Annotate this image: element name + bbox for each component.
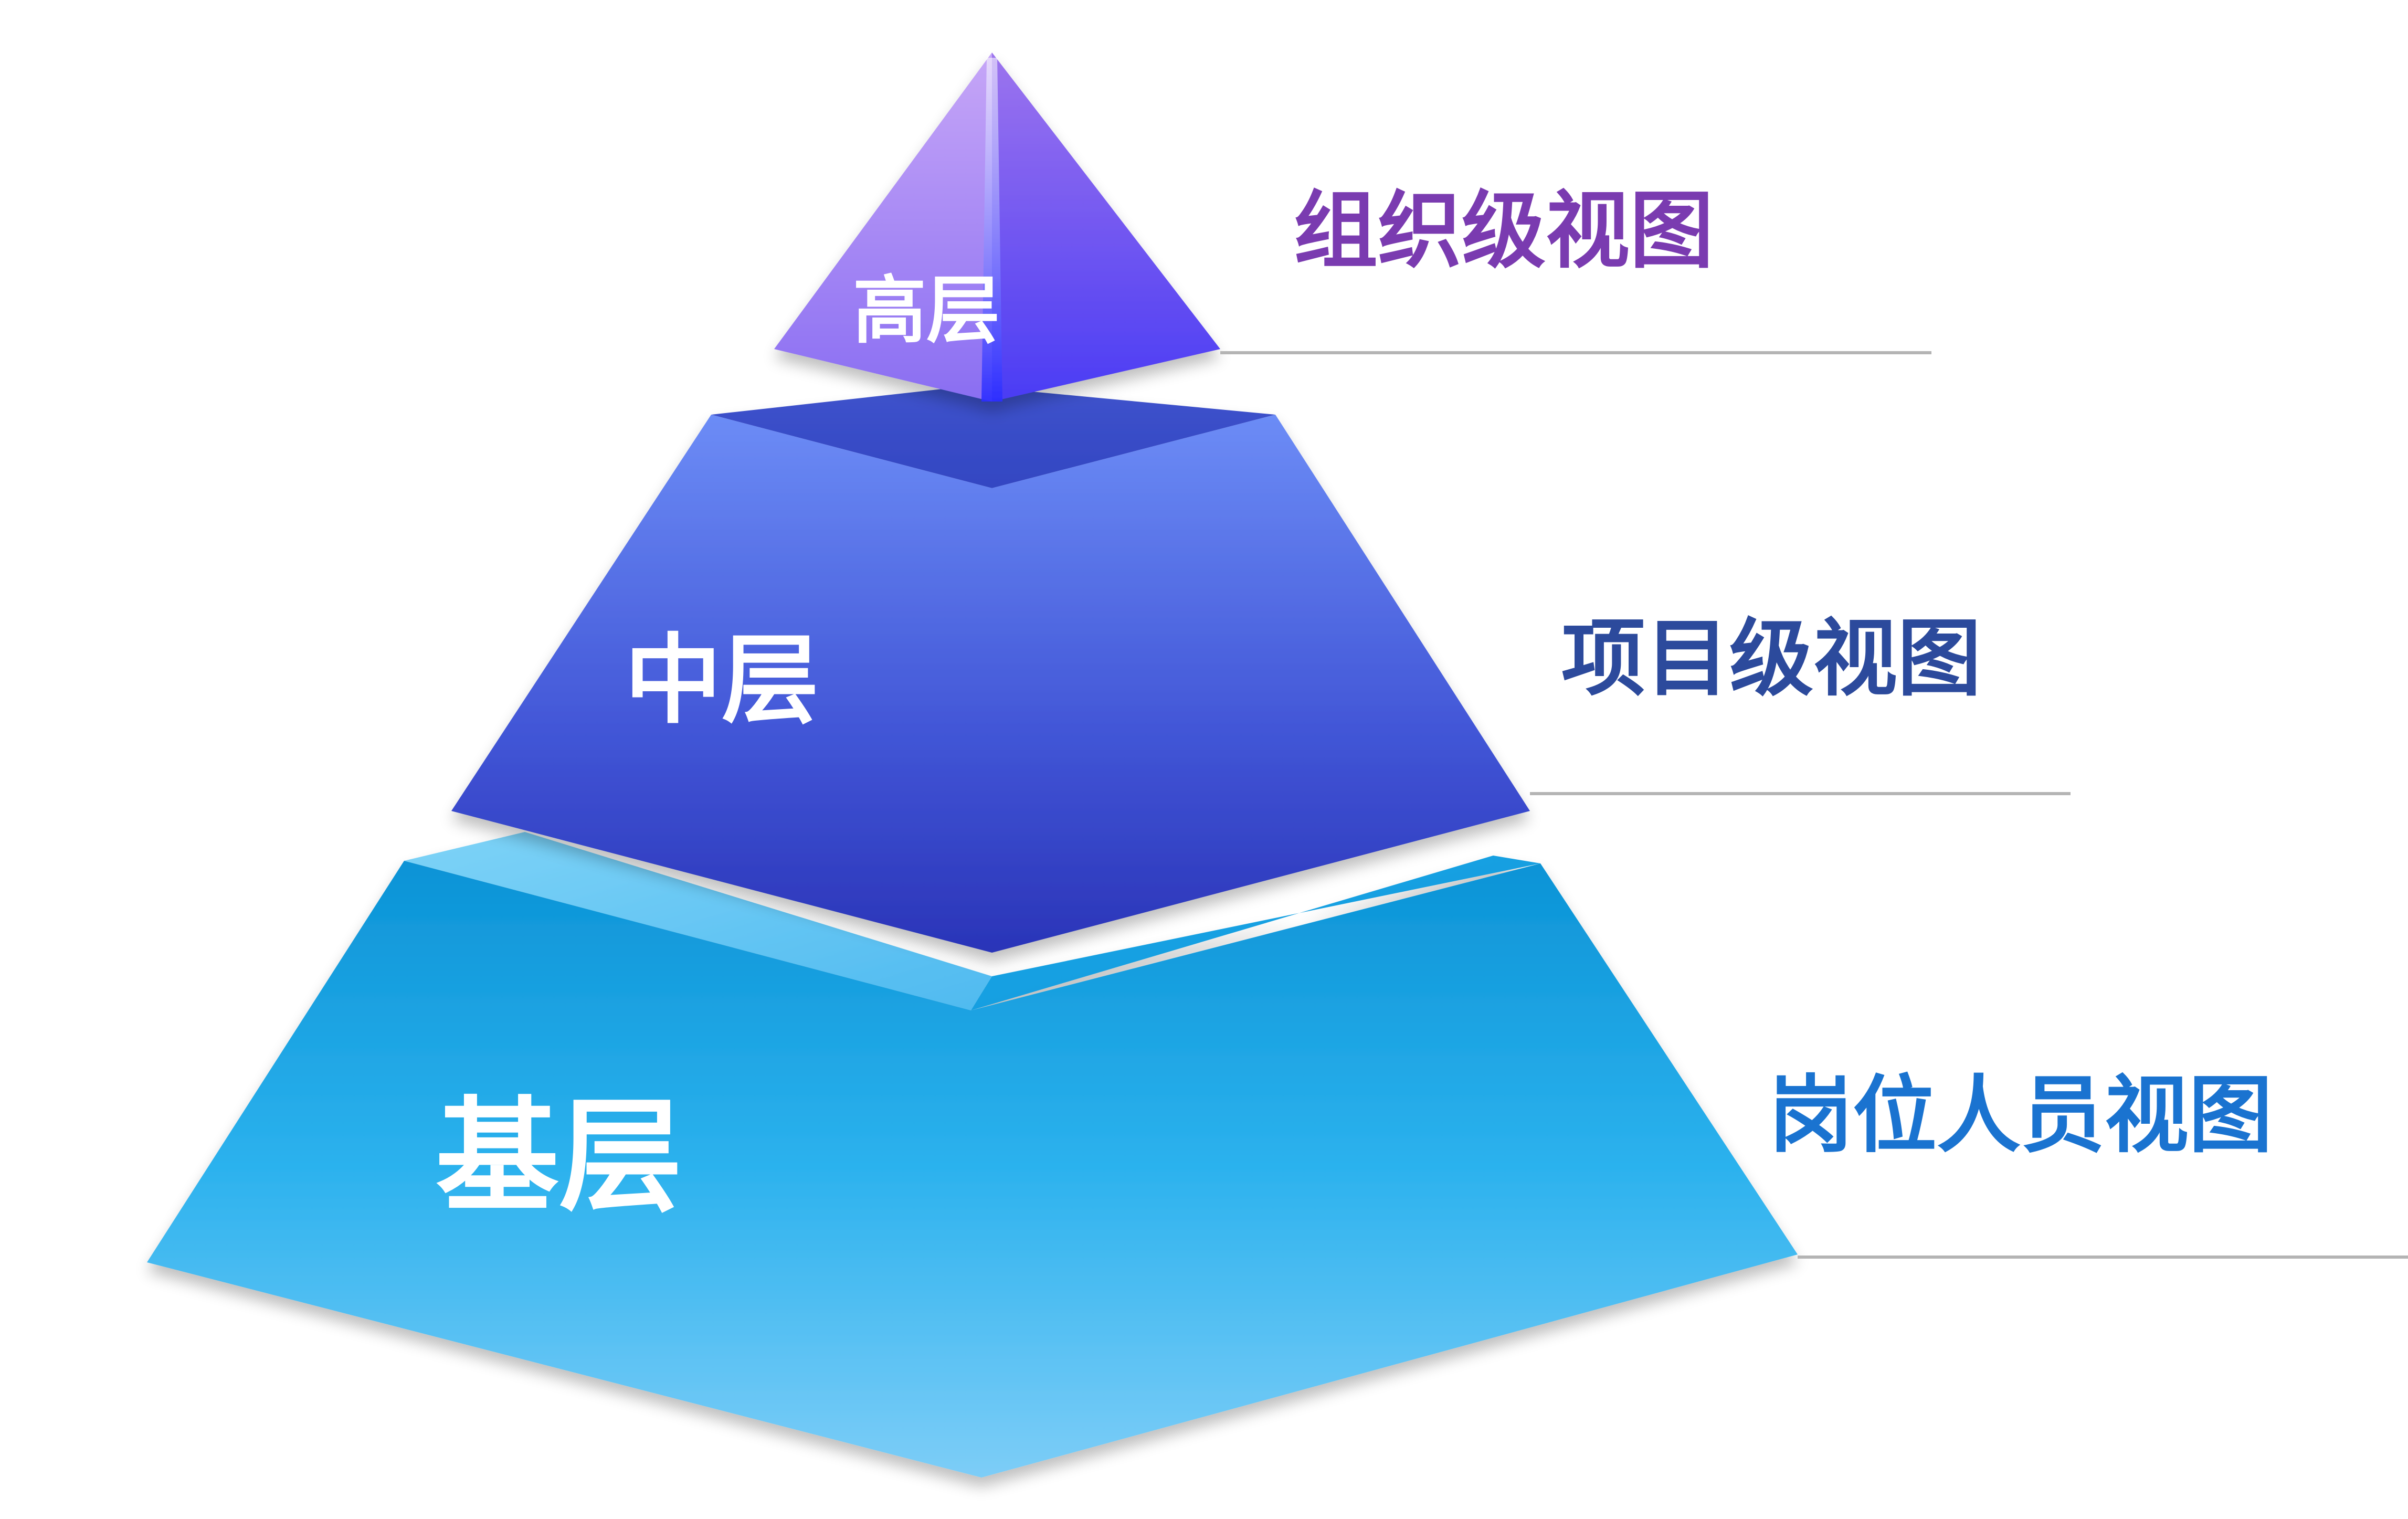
top-tier-left-face <box>774 52 992 402</box>
base-tier-cap-left <box>404 832 992 1010</box>
middle-tier <box>451 386 1530 953</box>
middle-tier-cap <box>711 386 1275 488</box>
middle-tier-front <box>451 415 1530 953</box>
base-tier-front <box>147 861 1798 1478</box>
base-view-label: 岗位人员视图 <box>1769 1066 2273 1164</box>
top-tier <box>774 52 1220 402</box>
top-tier-right-face <box>992 52 1220 402</box>
top-view-label: 组织级视图 <box>1294 182 1714 280</box>
middle-view-label: 项目级视图 <box>1561 609 1981 708</box>
base-tier <box>147 832 1798 1478</box>
base-layer-label: 基层 <box>436 1085 682 1229</box>
base-tier-cap-right-face <box>971 856 1540 1010</box>
top-layer-label: 高层 <box>853 268 1000 354</box>
top-tier-ridge <box>981 58 1002 402</box>
middle-layer-label: 中层 <box>625 624 819 737</box>
